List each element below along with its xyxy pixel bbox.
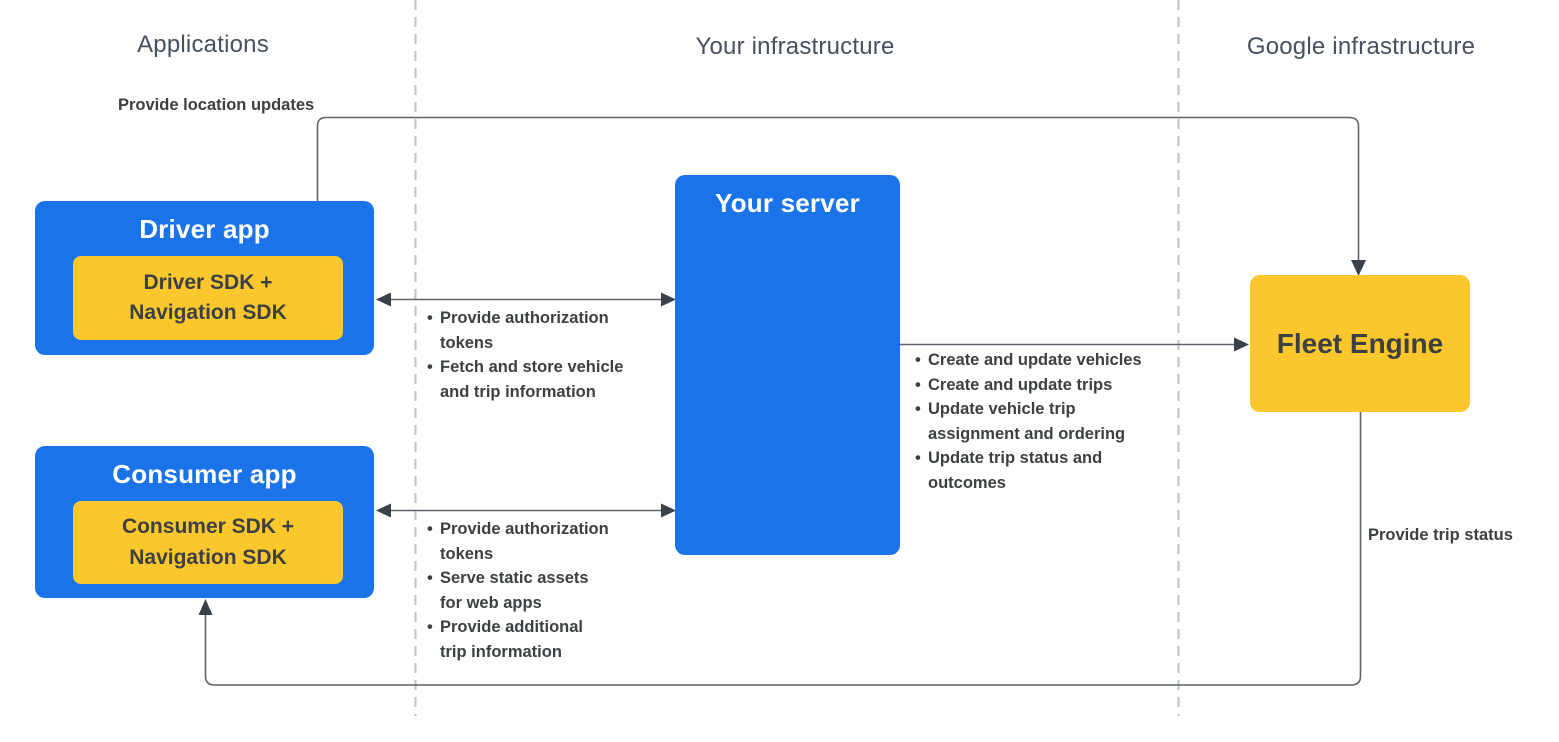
label-provide-trip-status: Provide trip status: [1368, 526, 1513, 544]
your-server-title: Your server: [715, 188, 860, 218]
bullet-icon: •: [915, 351, 921, 369]
list-item: • Update trip status and outcomes: [915, 446, 1175, 495]
arrowhead-into-server-top: [661, 292, 676, 307]
fleet-engine-box: Fleet Engine: [1250, 275, 1470, 412]
arrowhead-into-consumer-app: [376, 503, 391, 518]
list-item: • Provide additional trip information: [427, 615, 657, 664]
bullet-icon: •: [915, 375, 921, 394]
consumer-sdk-box: Consumer SDK + Navigation SDK: [73, 501, 343, 584]
lane-header-applications: Applications: [137, 31, 269, 58]
your-server-box: Your server: [675, 175, 900, 555]
list-item: • Serve static assets for web apps: [427, 566, 657, 615]
list-item: • Provide authorization tokens: [427, 517, 657, 566]
list-item: • Provide authorization tokens: [427, 306, 657, 355]
list-item: • Fetch and store vehicle and trip infor…: [427, 355, 657, 404]
list-consumer-server-responsibilities: • Provide authorization tokens • Serve s…: [427, 517, 657, 664]
consumer-app-title: Consumer app: [112, 459, 297, 489]
driver-app-box: Driver app Driver SDK + Navigation SDK: [35, 201, 374, 355]
list-item: • Create and update vehicles: [915, 348, 1175, 373]
list-driver-server-responsibilities: • Provide authorization tokens • Fetch a…: [427, 306, 657, 404]
driver-app-title: Driver app: [139, 214, 270, 244]
list-item: • Create and update trips: [915, 373, 1175, 398]
list-item: • Update vehicle trip assignment and ord…: [915, 397, 1175, 446]
edge-location-updates: [316, 116, 1360, 261]
arrowhead-into-consumer-bottom: [198, 599, 213, 615]
label-provide-location-updates: Provide location updates: [118, 96, 315, 114]
driver-sdk-box: Driver SDK + Navigation SDK: [73, 256, 343, 340]
bullet-icon: •: [427, 569, 433, 587]
lane-header-your-infrastructure: Your infrastructure: [695, 33, 895, 60]
arrowhead-into-server-bottom: [661, 503, 676, 518]
bullet-icon: •: [915, 449, 921, 467]
bullet-icon: •: [427, 618, 433, 636]
consumer-app-box: Consumer app Consumer SDK + Navigation S…: [35, 446, 374, 598]
arrowhead-into-fleet-left: [1234, 337, 1249, 352]
bullet-icon: •: [427, 358, 433, 376]
edge-trip-status: [204, 412, 1362, 686]
lane-header-google-infrastructure: Google infrastructure: [1246, 33, 1476, 60]
arrowhead-into-fleet-top: [1351, 260, 1366, 276]
bullet-icon: •: [427, 309, 433, 327]
list-server-fleet-responsibilities: • Create and update vehicles • Create an…: [915, 348, 1175, 495]
arrowhead-into-driver-app: [376, 292, 391, 307]
bullet-icon: •: [915, 400, 921, 418]
bullet-icon: •: [427, 520, 433, 538]
